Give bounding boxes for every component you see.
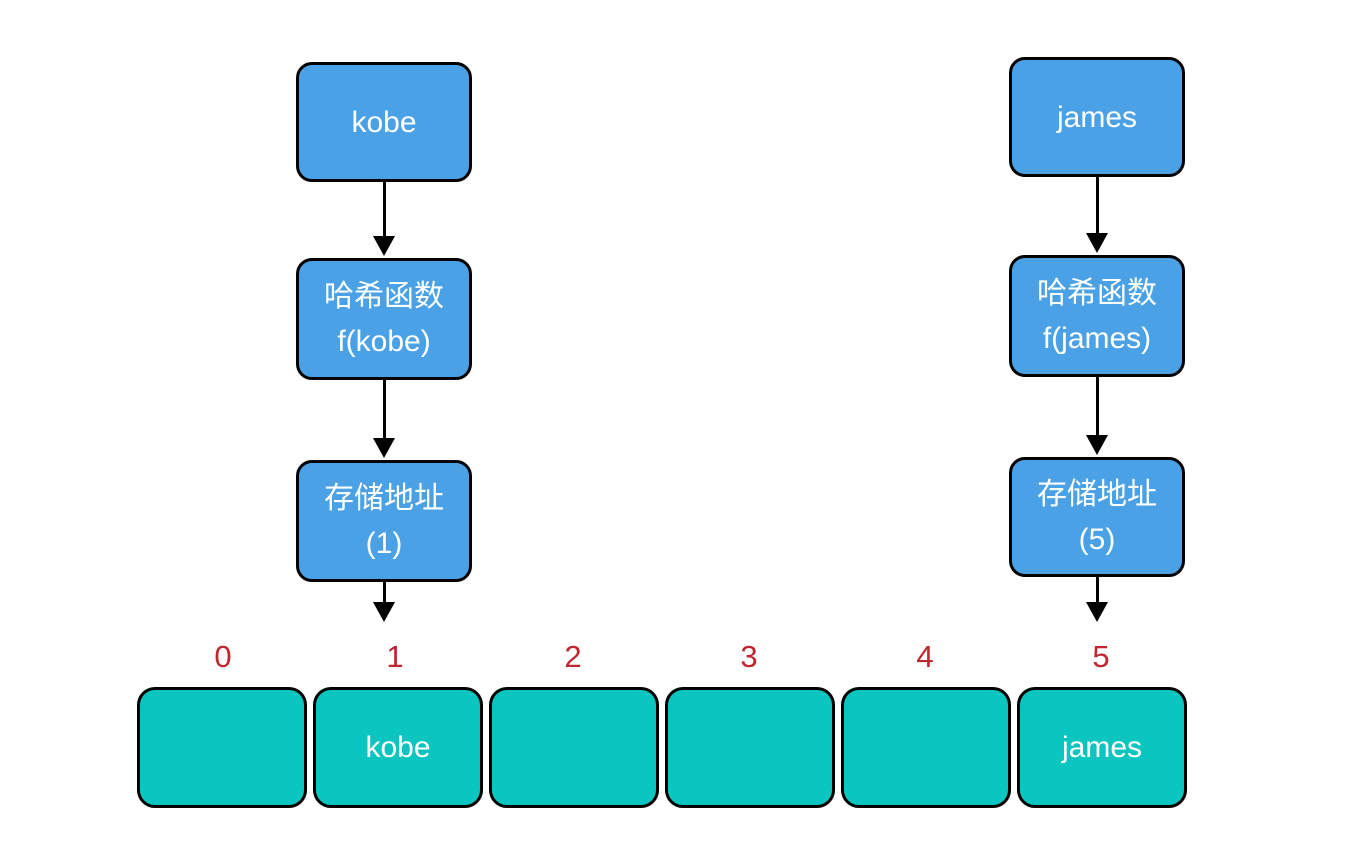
- arrow-shaft: [1095, 377, 1099, 439]
- arrowhead-icon: [373, 236, 395, 256]
- hash-function-node-james: 哈希函数 f(james): [1009, 255, 1185, 377]
- hash-node-expression: f(james): [1042, 322, 1152, 355]
- hash-function-node-kobe: 哈希函数 f(kobe): [296, 258, 472, 380]
- array-slot-1: kobe: [313, 687, 483, 808]
- storage-address-node-james: 存储地址 (5): [1009, 457, 1185, 577]
- arrow-shaft: [1095, 177, 1099, 237]
- arrowhead-icon: [1086, 435, 1108, 455]
- key-label: james: [1056, 100, 1138, 134]
- arrow-shaft: [382, 380, 386, 442]
- array-slot-2: [489, 687, 659, 808]
- hash-node-label: 哈希函数: [324, 280, 444, 313]
- arrow-address-to-array-james: [1084, 577, 1110, 622]
- arrowhead-icon: [1086, 602, 1108, 622]
- arrow-shaft: [1095, 577, 1099, 606]
- array-index-4: 4: [916, 639, 934, 674]
- array-index-3: 3: [740, 639, 758, 674]
- arrow-james-to-hash: [1084, 177, 1110, 253]
- address-node-value: (1): [365, 527, 403, 560]
- arrowhead-icon: [373, 438, 395, 458]
- array-index-1: 1: [386, 639, 404, 674]
- storage-address-node-kobe: 存储地址 (1): [296, 460, 472, 582]
- array-index-5: 5: [1092, 639, 1110, 674]
- key-label: kobe: [351, 105, 417, 139]
- arrow-shaft: [382, 182, 386, 240]
- array-slot-0: [137, 687, 307, 808]
- array-slot-3: [665, 687, 835, 808]
- arrow-address-to-array-kobe: [371, 582, 397, 622]
- key-node-james: james: [1009, 57, 1185, 177]
- arrowhead-icon: [373, 602, 395, 622]
- array-slot-5: james: [1017, 687, 1187, 808]
- address-node-label: 存储地址: [1037, 478, 1157, 511]
- address-node-label: 存储地址: [324, 482, 444, 515]
- arrow-kobe-to-hash: [371, 182, 397, 256]
- arrow-shaft: [382, 582, 386, 606]
- arrowhead-icon: [1086, 233, 1108, 253]
- array-index-0: 0: [214, 639, 232, 674]
- array-slot-4: [841, 687, 1011, 808]
- arrow-hash-to-address-james: [1084, 377, 1110, 455]
- key-node-kobe: kobe: [296, 62, 472, 182]
- arrow-hash-to-address-kobe: [371, 380, 397, 458]
- array-index-2: 2: [564, 639, 582, 674]
- hash-node-label: 哈希函数: [1037, 277, 1157, 310]
- hash-node-expression: f(kobe): [337, 325, 431, 358]
- address-node-value: (5): [1078, 523, 1116, 556]
